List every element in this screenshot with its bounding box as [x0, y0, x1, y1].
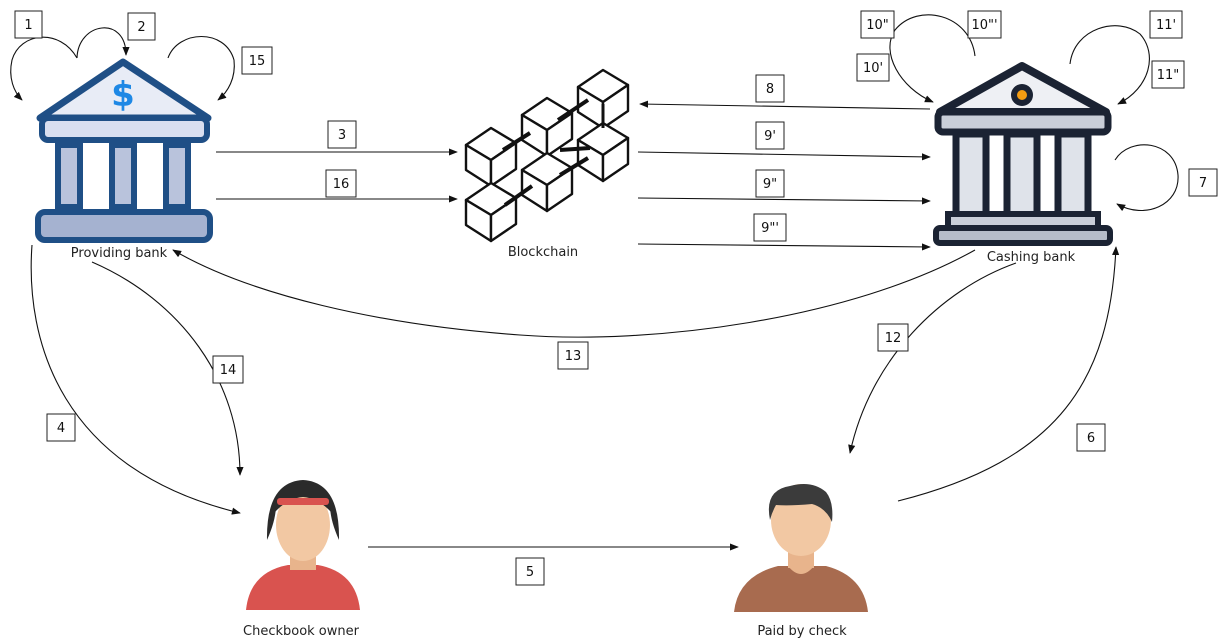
step-label-10c: 10"': [967, 10, 1002, 39]
arrow-10: [889, 14, 976, 103]
arrow-9c: [637, 243, 931, 251]
step-label-10a: 10': [856, 53, 890, 82]
paid-by-check-label: Paid by check: [757, 624, 847, 639]
arrow-7: [1114, 144, 1179, 212]
arrow-9a: [637, 151, 931, 161]
providing-bank-label: Providing bank: [71, 246, 168, 261]
bank-icon: [933, 62, 1113, 246]
step-label-3: 3: [327, 120, 357, 149]
svg-text:15: 15: [249, 54, 266, 69]
arrow-8: [639, 100, 931, 110]
step-label-15: 15: [241, 46, 273, 75]
svg-text:1: 1: [24, 18, 32, 33]
svg-text:6: 6: [1087, 431, 1095, 446]
step-label-14: 14: [212, 355, 244, 384]
arrow-12: [848, 262, 1017, 454]
step-label-16: 16: [325, 169, 357, 198]
blockchain-icon: [464, 68, 630, 243]
arrow-15: [167, 36, 235, 101]
svg-text:13: 13: [565, 349, 582, 364]
arrow-2: [76, 27, 130, 59]
step-label-7: 7: [1188, 168, 1218, 197]
checkbook-owner-label: Checkbook owner: [243, 624, 360, 639]
step-label-1: 1: [14, 10, 43, 39]
step-label-9a: 9': [755, 121, 785, 150]
man-avatar-icon: [734, 484, 868, 612]
step-label-11a: 11': [1149, 10, 1183, 39]
svg-text:11': 11': [1156, 18, 1176, 33]
svg-text:14: 14: [220, 363, 237, 378]
svg-text:11": 11": [1157, 68, 1180, 83]
step-label-9c: 9"': [753, 213, 787, 242]
svg-text:10"': 10"': [971, 18, 997, 33]
step-label-5: 5: [515, 557, 545, 586]
step-label-9b: 9": [755, 169, 785, 198]
svg-text:10': 10': [863, 61, 883, 76]
arrow-4: [30, 244, 241, 515]
svg-text:7: 7: [1199, 176, 1207, 191]
svg-text:9": 9": [763, 177, 777, 192]
step-label-10b: 10": [860, 10, 895, 39]
step-label-11b: 11": [1151, 60, 1185, 89]
arrow-1: [10, 36, 78, 101]
svg-text:8: 8: [766, 82, 774, 97]
step-label-13: 13: [557, 341, 589, 370]
arrow-14: [91, 261, 244, 476]
arrow-6: [897, 246, 1120, 502]
svg-text:$: $: [111, 75, 135, 115]
svg-text:3: 3: [338, 128, 346, 143]
step-label-2: 2: [127, 12, 156, 41]
step-label-4: 4: [46, 413, 76, 442]
svg-text:10": 10": [866, 18, 889, 33]
woman-avatar-icon: [246, 480, 360, 610]
bank-dollar-icon: $: [35, 58, 213, 243]
step-label-12: 12: [877, 323, 909, 352]
arrow-13: [172, 249, 976, 338]
step-label-6: 6: [1076, 423, 1106, 452]
svg-text:16: 16: [333, 177, 350, 192]
svg-text:4: 4: [57, 421, 65, 436]
arrow-11: [1069, 25, 1150, 105]
svg-text:9': 9': [764, 129, 776, 144]
blockchain-label: Blockchain: [508, 245, 578, 260]
svg-text:5: 5: [526, 565, 534, 580]
cashing-bank-label: Cashing bank: [987, 250, 1076, 265]
step-label-8: 8: [755, 74, 785, 103]
svg-text:12: 12: [885, 331, 902, 346]
arrow-9b: [637, 197, 931, 205]
svg-text:2: 2: [137, 20, 145, 35]
svg-text:9"': 9"': [761, 221, 779, 236]
